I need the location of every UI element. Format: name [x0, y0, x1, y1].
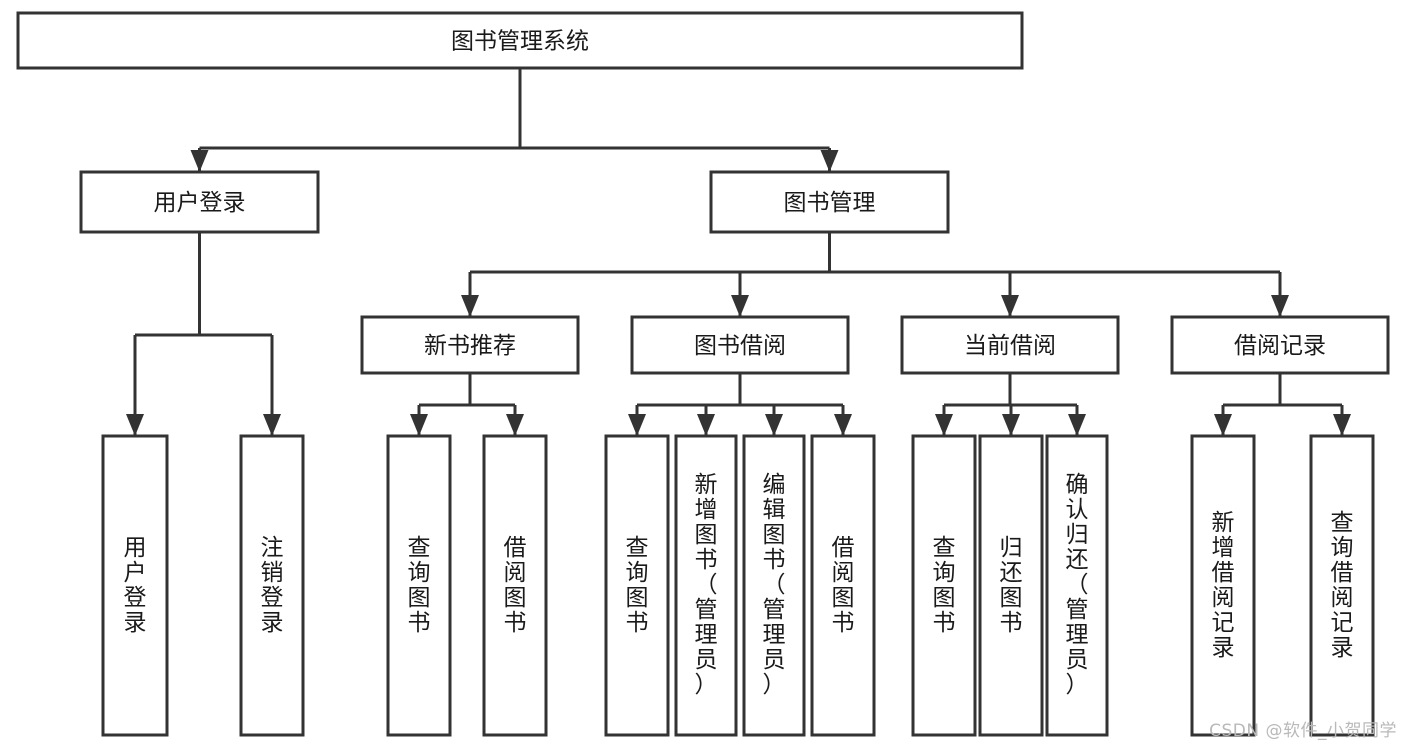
node-box-logout[interactable]: [239, 434, 305, 737]
csdn-watermark: CSDN @软件_小贺同学: [1209, 721, 1397, 741]
node-box-query-book[interactable]: [386, 434, 452, 737]
node-box-new-book-recommend[interactable]: [360, 315, 580, 375]
arrow-head-icon: [628, 414, 646, 436]
arrow-head-icon: [506, 414, 524, 436]
arrow-head-icon: [697, 414, 715, 436]
node-box-current-borrow[interactable]: [900, 315, 1120, 375]
arrow-head-icon: [1002, 414, 1020, 436]
arrow-head-icon: [820, 150, 839, 172]
node-box-borrow-book[interactable]: [810, 434, 876, 737]
arrow-head-icon: [461, 295, 479, 317]
node-label-user-login: 用户登录: [154, 190, 246, 216]
node-box-return-book[interactable]: [978, 434, 1044, 737]
node-box-query-book[interactable]: [911, 434, 977, 737]
node-label-current-borrow: 当前借阅: [964, 333, 1056, 359]
arrow-head-icon: [1333, 414, 1351, 436]
node-label-book-management-system: 图书管理系统: [451, 29, 589, 55]
node-box-user-login[interactable]: [79, 170, 320, 234]
arrow-head-icon: [1271, 295, 1289, 317]
node-label-borrow-record: 借阅记录: [1234, 333, 1326, 359]
node-box-query-book[interactable]: [604, 434, 670, 737]
boxes-layer: [16, 11, 1390, 737]
node-box-confirm-return-admin[interactable]: [1045, 434, 1109, 737]
arrow-head-icon: [190, 150, 209, 172]
arrow-head-icon: [731, 295, 749, 317]
node-box-add-borrow-record[interactable]: [1190, 434, 1256, 737]
node-box-borrow-book[interactable]: [482, 434, 548, 737]
arrow-head-icon: [935, 414, 953, 436]
connectors-layer: [126, 68, 1351, 436]
arrow-head-icon: [1001, 295, 1019, 317]
arrow-head-icon: [1214, 414, 1232, 436]
node-box-book-borrow[interactable]: [630, 315, 850, 375]
arrow-head-icon: [410, 414, 428, 436]
node-box-borrow-record[interactable]: [1170, 315, 1390, 375]
node-box-edit-book-admin[interactable]: [742, 434, 806, 737]
arrow-head-icon: [263, 414, 281, 436]
node-box-add-book-admin[interactable]: [674, 434, 738, 737]
node-box-query-borrow-record[interactable]: [1309, 434, 1375, 737]
arrow-head-icon: [1068, 414, 1086, 436]
node-label-new-book-recommend: 新书推荐: [424, 333, 516, 359]
node-box-user-login[interactable]: [101, 434, 169, 737]
node-label-book-management: 图书管理: [784, 190, 876, 216]
node-box-book-management[interactable]: [709, 170, 950, 234]
arrow-head-icon: [765, 414, 783, 436]
node-label-book-borrow: 图书借阅: [694, 333, 786, 359]
node-box-book-management-system[interactable]: [16, 11, 1024, 70]
arrow-head-icon: [126, 414, 144, 436]
arrow-head-icon: [834, 414, 852, 436]
